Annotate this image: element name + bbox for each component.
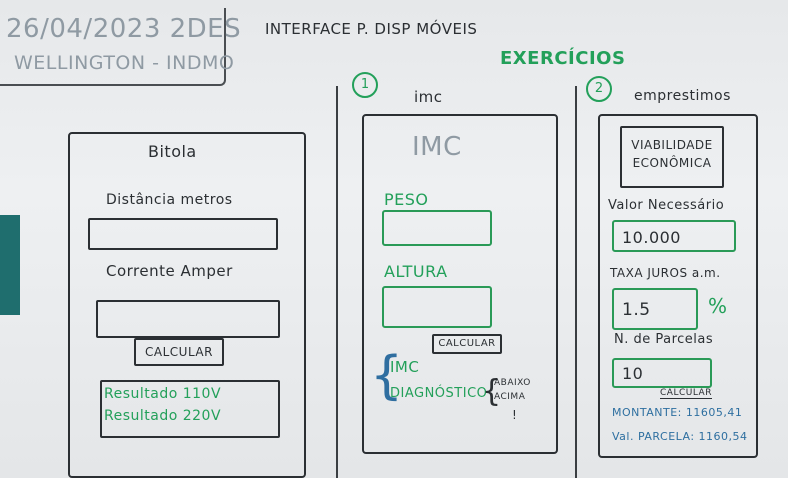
taxa-input[interactable]: 1.5: [612, 288, 698, 330]
current-label: Corrente Amper: [106, 262, 233, 280]
distance-label: Distância metros: [106, 192, 233, 208]
bitola-phone-frame: Bitola Distância metros Corrente Amper C…: [68, 132, 306, 478]
emprestimos-heading: emprestimos: [634, 88, 731, 104]
diag-brace: {: [482, 374, 502, 409]
bitola-result-box: Resultado 110V Resultado 220V: [100, 380, 280, 438]
date-text: 26/04/2023 2DES: [6, 14, 242, 44]
parcelas-label: N. de Parcelas: [614, 332, 714, 347]
emprestimos-calc-button[interactable]: CALCULAR: [660, 388, 712, 399]
diag-abaixo: ABAIXO: [494, 378, 531, 388]
bitola-calc-button[interactable]: CALCULAR: [134, 338, 224, 366]
board-marker-object: [0, 215, 20, 315]
parcelas-input[interactable]: 10: [612, 358, 712, 388]
divider-right: [575, 86, 577, 478]
exercise-1-marker: 1: [352, 72, 378, 98]
viabilidade-title-2: ECONÔMICA: [632, 156, 712, 170]
bitola-title: Bitola: [148, 142, 197, 161]
exercise-2-marker: 2: [586, 76, 612, 102]
divider-left: [336, 86, 338, 478]
author-text: WELLINGTON - INDMO: [14, 52, 235, 74]
parcela-result: Val. PARCELA: 1160,54: [612, 430, 748, 443]
valor-label: Valor Necessário: [608, 198, 725, 213]
result-diagnostico: DIAGNÓSTICO: [390, 386, 488, 401]
valor-value: 10.000: [622, 228, 681, 247]
header-date-box: [0, 8, 226, 86]
viabilidade-title-box: VIABILIDADE ECONÔMICA: [620, 126, 724, 188]
parcelas-value: 10: [622, 364, 644, 383]
distance-input[interactable]: [88, 218, 278, 250]
taxa-value: 1.5: [622, 300, 651, 320]
valor-input[interactable]: 10.000: [612, 220, 736, 252]
diag-acima: ACIMA: [494, 392, 526, 402]
peso-label: PESO: [384, 190, 429, 209]
diag-exclaim: !: [512, 408, 518, 422]
peso-input[interactable]: [382, 210, 492, 246]
montante-result: MONTANTE: 11605,41: [612, 406, 743, 419]
result-220v: Resultado 220V: [104, 408, 222, 424]
result-110v: Resultado 110V: [104, 386, 222, 402]
exercise-2-number: 2: [594, 81, 604, 96]
viabilidade-title-1: VIABILIDADE: [631, 138, 713, 152]
altura-label: ALTURA: [384, 262, 448, 281]
altura-input[interactable]: [382, 286, 492, 328]
result-imc: IMC: [390, 358, 420, 376]
imc-phone-frame: IMC PESO ALTURA CALCULAR { IMC DIAGNÓSTI…: [362, 114, 558, 454]
subject-text: INTERFACE P. DISP MÓVEIS: [265, 20, 478, 38]
taxa-label: TAXA JUROS a.m.: [610, 266, 721, 280]
emprestimos-phone-frame: VIABILIDADE ECONÔMICA Valor Necessário 1…: [598, 114, 758, 458]
imc-heading: imc: [414, 88, 443, 106]
imc-calc-button[interactable]: CALCULAR: [432, 334, 502, 354]
imc-title: IMC: [412, 132, 462, 162]
exercises-heading: EXERCÍCIOS: [500, 48, 626, 69]
result-brace: {: [370, 346, 404, 406]
exercise-1-number: 1: [360, 77, 370, 92]
current-input[interactable]: [96, 300, 280, 338]
taxa-unit: %: [708, 294, 728, 318]
